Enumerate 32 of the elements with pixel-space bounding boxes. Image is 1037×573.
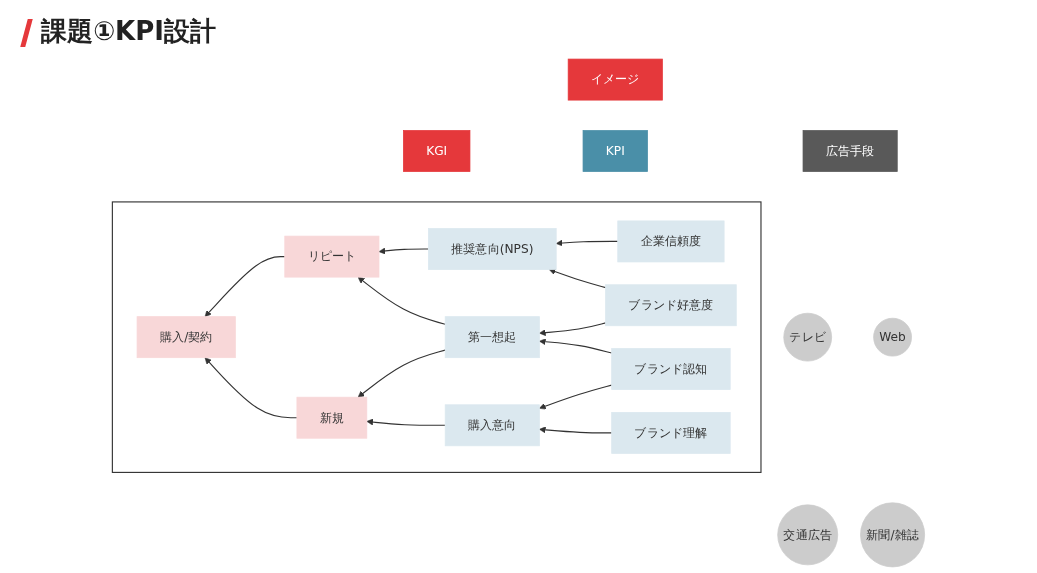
node-circle: テレビ	[783, 312, 832, 362]
arrow	[204, 357, 298, 419]
arrow	[555, 239, 619, 247]
node-box: 第一想起	[444, 316, 540, 359]
page-title: 課題①KPI設計	[41, 16, 216, 46]
arrow	[539, 322, 607, 336]
node-box: 企業信頼度	[617, 220, 725, 263]
arrow	[204, 256, 286, 317]
node-box: ブランド好意度	[605, 284, 737, 327]
node-box: 広告手段	[802, 130, 898, 172]
node-circle: 交通広告	[777, 504, 839, 566]
cluster	[111, 201, 762, 473]
node-box: 推奨意向(NPS)	[428, 228, 557, 270]
arrow	[539, 384, 613, 410]
node-circle: 新聞/雑誌	[860, 502, 925, 568]
arrow	[366, 418, 446, 426]
node-circle: Web	[873, 317, 912, 357]
node-box: KPI	[582, 130, 648, 172]
arrow	[357, 349, 446, 398]
arrow	[539, 338, 613, 354]
arrow	[357, 276, 446, 325]
arrow	[378, 247, 429, 255]
node-box: 新規	[296, 396, 368, 439]
node-box: ブランド認知	[611, 348, 731, 390]
node-box: リピート	[284, 235, 380, 278]
node-box: 購入意向	[444, 404, 540, 447]
node-box: イメージ	[567, 58, 663, 101]
node-box: ブランド理解	[611, 412, 731, 454]
node-box: 購入/契約	[136, 316, 236, 359]
node-box: KGI	[403, 130, 471, 172]
arrow	[539, 426, 613, 434]
arrow	[548, 268, 607, 289]
